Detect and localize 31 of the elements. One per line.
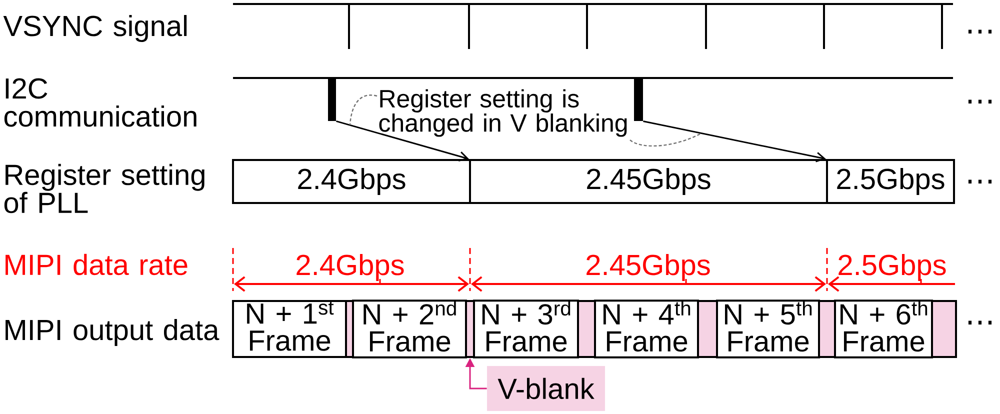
leader-line bbox=[630, 133, 700, 147]
frame-box: N + 6$^{th}$ Frame bbox=[834, 300, 933, 358]
leader-line bbox=[349, 94, 378, 126]
frame-box: N + 4$^{th}$ Frame bbox=[594, 300, 699, 358]
callout-text: Register setting is changed in V blanking bbox=[379, 89, 627, 137]
frame-box: N + 5$^{th}$ Frame bbox=[716, 300, 820, 358]
row-label: MIPI data rate bbox=[6, 254, 188, 276]
pulse-bar bbox=[328, 78, 336, 121]
row-label: VSYNC signal bbox=[3, 14, 187, 42]
blanking-interval bbox=[697, 300, 718, 358]
rate-label: 2.45Gbps bbox=[586, 254, 710, 282]
rate-label: 2.5Gbps bbox=[838, 254, 946, 282]
ellipsis: ⋯ bbox=[968, 30, 992, 34]
pulse-bar bbox=[634, 78, 643, 121]
blanking-interval bbox=[465, 300, 475, 358]
setting-box: 2.5Gbps bbox=[826, 159, 955, 204]
row-label: Register setting of PLL bbox=[4, 164, 204, 214]
arrow bbox=[643, 120, 826, 162]
frame-box: N + 1$^{st}$ Frame bbox=[232, 300, 347, 358]
setting-box: 2.4Gbps bbox=[232, 159, 471, 204]
ellipsis: ⋯ bbox=[968, 100, 992, 104]
row-label: I2C communication bbox=[4, 78, 196, 127]
arrow bbox=[336, 120, 469, 162]
frame-box: N + 2$^{nd}$ Frame bbox=[352, 300, 467, 358]
rate-label: 2.4Gbps bbox=[296, 254, 404, 282]
frame-box: N + 3$^{rd}$ Frame bbox=[473, 300, 579, 358]
blanking-interval bbox=[818, 300, 836, 358]
ellipsis: ⋯ bbox=[968, 320, 992, 325]
blanking-interval bbox=[931, 300, 957, 358]
label-box: V-blank bbox=[487, 366, 605, 411]
blanking-interval bbox=[577, 300, 596, 358]
